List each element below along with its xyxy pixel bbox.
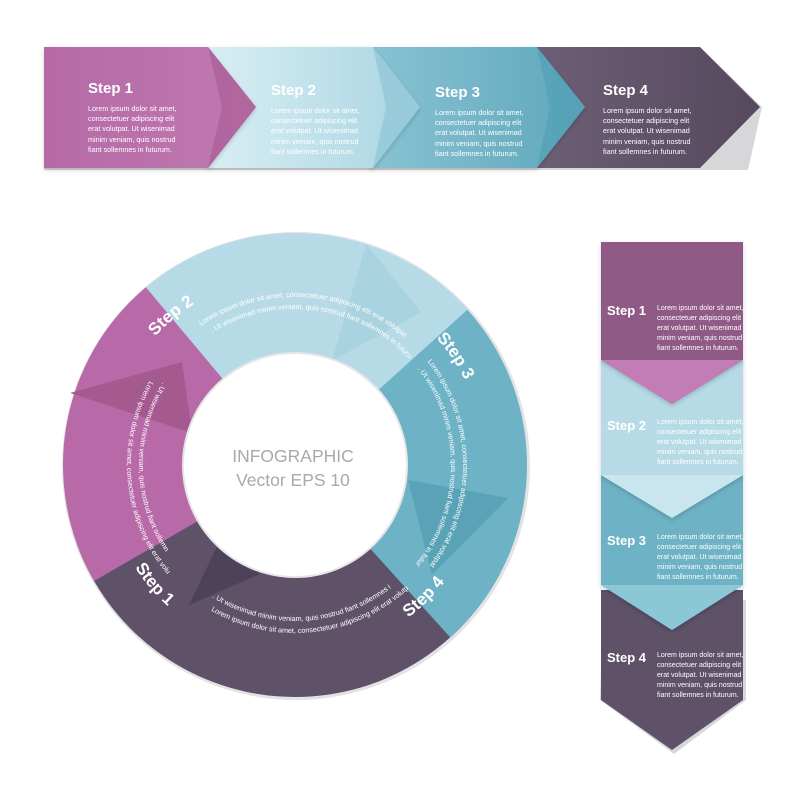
banner-step-1-label: Step 1 (88, 80, 134, 97)
column-step-1-text: Lorem ipsum dolor sit amet, consectetuer… (657, 304, 743, 354)
center-title-line-1: INFOGRAPHIC (232, 446, 354, 466)
text-line: fiant sollemnes in futurum. (657, 345, 739, 352)
column-fold-2 (601, 475, 743, 518)
horizontal-arrow-banner (44, 47, 762, 170)
text-line: erat volutpat. Ut wisenimad (603, 126, 690, 136)
banner-step-3-label: Step 3 (435, 84, 481, 101)
column-step-4-label: Step 4 (607, 650, 647, 665)
text-line: erat volutpat. Ut wisenimad (271, 126, 358, 136)
text-line: consectetuer adipiscing elit (435, 118, 522, 128)
text-line: minim veniam, quis nostrud (657, 335, 743, 342)
text-line: minim veniam, quis nostrud (657, 564, 743, 571)
column-fold-3 (601, 585, 743, 630)
ring-center-edge (182, 352, 408, 578)
text-line: fiant sollemnes in futurum. (657, 574, 739, 581)
column-step-2-text: Lorem ipsum dolor sit amet, consectetuer… (657, 418, 743, 468)
text-line: consectetuer adipiscing elit (657, 429, 742, 436)
banner-step-4-panel (533, 47, 760, 168)
text-line: Lorem ipsum dolor sit amet, (657, 419, 744, 426)
column-step-2-label: Step 2 (607, 418, 647, 433)
vertical-arrow-column (600, 242, 746, 754)
text-line: Lorem ipsum dolor sit amet, (657, 305, 744, 312)
text-line: minim veniam, quis nostrud (657, 449, 743, 456)
text-line: Lorem ipsum dolor sit amet, (657, 652, 744, 659)
text-line: Lorem ipsum dolor sit amet, (657, 534, 744, 541)
text-line: fiant sollemnes in futurum. (657, 459, 739, 466)
text-line: minim veniam, quis nostrud (435, 138, 523, 148)
text-line: minim veniam, quis nostrud (603, 136, 691, 146)
text-line: fiant sollemnes in futurum. (657, 692, 739, 699)
column-step-1-label: Step 1 (607, 303, 647, 318)
text-line: minim veniam, quis nostrud (88, 134, 176, 144)
cycle-ring (62, 232, 530, 700)
banner-step-2-text: Lorem ipsum dolor sit amet, consectetuer… (271, 106, 360, 157)
text-line: erat volutpat. Ut wisenimad (657, 439, 742, 446)
text-line: consectetuer adipiscing elit (88, 114, 175, 124)
column-step-3-text: Lorem ipsum dolor sit amet, consectetuer… (657, 533, 743, 583)
text-line: fiant sollemnes in futurum. (603, 146, 687, 156)
banner-step-1-text: Lorem ipsum dolor sit amet, consectetuer… (88, 104, 177, 155)
text-line: fiant sollemnes in futurum. (435, 148, 519, 158)
ring-arrow-tip-2-to-3 (332, 244, 421, 361)
text-line: erat volutpat. Ut wisenimad (88, 124, 175, 134)
banner-step-2-label: Step 2 (271, 82, 317, 99)
text-line: erat volutpat. Ut wisenimad (657, 325, 742, 332)
banner-fold-1 (208, 47, 256, 168)
ring-arrow-tip-3-to-4 (408, 480, 508, 575)
text-line: Lorem ipsum dolor sit amet, (603, 106, 692, 115)
column-fold-1 (601, 360, 743, 404)
banner-step-4-text: Lorem ipsum dolor sit amet, consectetuer… (603, 106, 692, 157)
ring-step-1-segment (62, 287, 224, 581)
text-line: fiant sollemnes in futurum. (88, 144, 172, 154)
text-line: erat volutpat. Ut wisenimad (435, 128, 522, 138)
center-title-line-2: Vector EPS 10 (236, 470, 350, 490)
banner-step-3-text: Lorem ipsum dolor sit amet, consectetuer… (435, 108, 524, 159)
text-line: minim veniam, quis nostrud (271, 136, 359, 146)
text-line: consectetuer adipiscing elit (657, 544, 742, 551)
banner-fold-2 (373, 47, 420, 168)
banner-step-2-panel (207, 47, 420, 168)
text-line: consectetuer adipiscing elit (271, 116, 358, 126)
column-step-4-text: Lorem ipsum dolor sit amet, consectetuer… (657, 651, 743, 701)
ring-arrow-tip-4-to-1 (189, 530, 260, 605)
text-line: Lorem ipsum dolor sit amet, (88, 104, 177, 113)
ring-center-hole (183, 353, 407, 577)
ring-arrow-tip-1-to-2 (70, 362, 192, 433)
banner-step-1-panel (44, 47, 256, 168)
text-line: consectetuer adipiscing elit (657, 315, 742, 322)
text-line: minim veniam, quis nostrud (657, 682, 743, 689)
text-line: Lorem ipsum dolor sit amet, (435, 108, 524, 117)
text-line: Lorem ipsum dolor sit amet, (271, 106, 360, 115)
banner-step-3-panel (370, 47, 585, 168)
column-step-4-panel (601, 590, 743, 750)
banner-step-4-label: Step 4 (603, 82, 649, 99)
text-line: consectetuer adipiscing elit (657, 662, 742, 669)
text-line: consectetuer adipiscing elit (603, 116, 690, 126)
column-step-3-label: Step 3 (607, 533, 647, 548)
banner-fold-3 (537, 47, 585, 168)
text-line: fiant sollemnes in futurum. (271, 146, 355, 156)
text-line: erat volutpat. Ut wisenimad (657, 554, 742, 561)
text-line: erat volutpat. Ut wisenimad (657, 672, 742, 679)
